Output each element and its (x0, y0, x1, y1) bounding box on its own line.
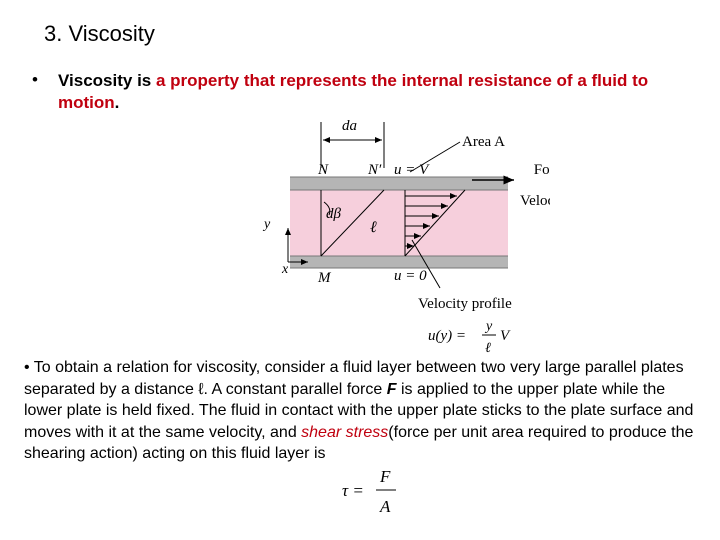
x-axis-label: x (281, 262, 289, 277)
slide-title: 3. Viscosity (44, 21, 155, 46)
dbeta-label: dβ (326, 206, 342, 222)
viscosity-definition: Viscosity is a property that represents … (58, 70, 678, 114)
profile-denominator: ℓ (485, 341, 491, 356)
velocity-label: Velocity V (520, 193, 550, 209)
u-equals-V-label: u = V (394, 162, 430, 178)
viscosity-diagram: da Area A N N′ u = V Force F Velocity V … (262, 118, 550, 356)
para-part1: • To obtain a relation for viscosity, co… (24, 359, 684, 398)
ell-label: ℓ (370, 219, 377, 236)
u-equals-zero-label: u = 0 (394, 268, 427, 284)
para-part2: is applied to the upper plate while the … (24, 380, 694, 441)
upper-plate (290, 177, 508, 190)
fluid-layer (290, 190, 508, 256)
velocity-profile-label: Velocity profile (418, 296, 512, 312)
point-N-prime-label: N′ (367, 162, 382, 178)
profile-numerator: y (484, 319, 493, 334)
area-label: Area A (462, 134, 505, 150)
da-label: da (342, 118, 357, 134)
lower-plate (290, 256, 508, 268)
profile-V: V (500, 328, 511, 344)
definition-suffix: . (114, 93, 120, 112)
shear-stress-term: shear stress (301, 423, 389, 441)
bullet-symbol: • (32, 70, 38, 89)
viscosity-explanation: • To obtain a relation for viscosity, co… (24, 357, 694, 465)
profile-lhs: u(y) = (428, 328, 466, 344)
point-N-label: N (317, 162, 329, 178)
force-label: Force F (534, 162, 550, 178)
formula-lhs: τ = (342, 481, 364, 500)
para-part3: (force per unit area required to produce… (24, 423, 694, 463)
force-symbol: F (386, 380, 397, 398)
formula-denominator: A (379, 497, 391, 516)
y-axis-label: y (262, 217, 271, 232)
definition-prefix: Viscosity is (58, 71, 156, 90)
shear-stress-formula: τ = F A (342, 467, 396, 516)
point-M-label: M (317, 270, 332, 286)
definition-highlight: a property that represents the internal … (58, 71, 649, 112)
formula-numerator: F (379, 467, 391, 486)
